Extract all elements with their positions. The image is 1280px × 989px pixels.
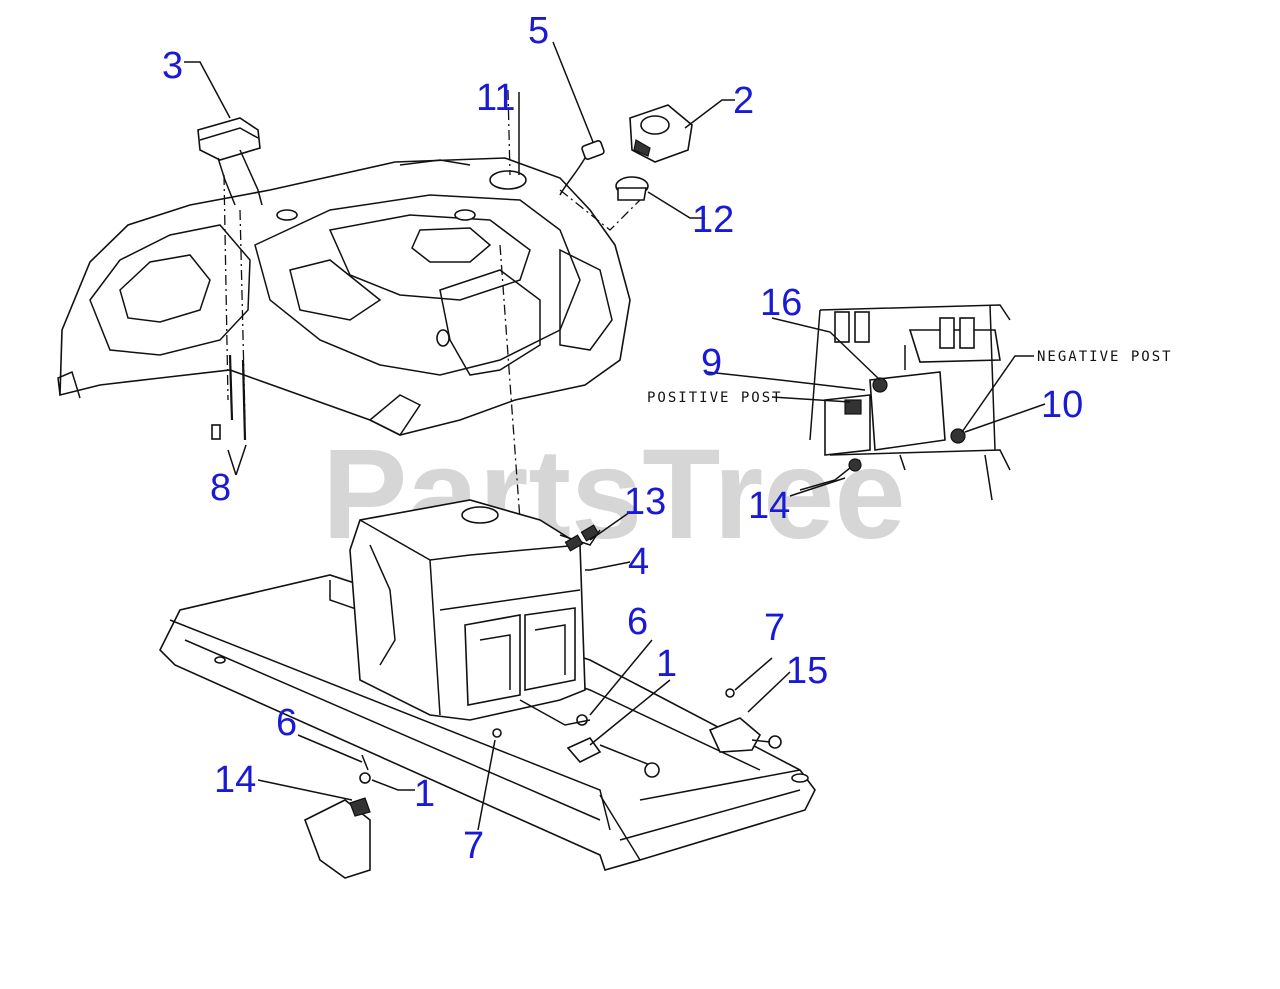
- frame-assembly: [159, 574, 816, 871]
- callout-8: 8: [210, 467, 231, 509]
- callout-12: 12: [692, 199, 734, 241]
- callout-5: 5: [528, 10, 549, 52]
- part-3-cover: [197, 117, 263, 206]
- battery-box-assembly: [349, 499, 601, 721]
- part-5-connector: [559, 140, 605, 196]
- callout-16: 16: [760, 282, 802, 324]
- callout-6-center: 6: [627, 601, 648, 643]
- callout-1-center: 1: [656, 643, 677, 685]
- battery-inset: [799, 304, 1011, 501]
- part-2-switch: [629, 104, 693, 163]
- hood-assembly: [57, 157, 631, 436]
- part-13-connector: [564, 524, 600, 552]
- part-12-plug: [615, 176, 649, 201]
- leader-lines: [184, 41, 1046, 831]
- callout-13: 13: [624, 481, 666, 523]
- callout-14-left: 14: [214, 759, 256, 801]
- callout-7-bottom: 7: [463, 825, 484, 867]
- callout-4: 4: [628, 541, 649, 583]
- part-8-pins: [211, 354, 247, 441]
- callout-14-inset: 14: [748, 485, 790, 527]
- callout-6-left: 6: [276, 702, 297, 744]
- callout-11: 11: [476, 77, 515, 119]
- negative-post-label: NEGATIVE POST: [1037, 349, 1173, 365]
- callout-15: 15: [786, 650, 828, 692]
- left-bracket: [303, 754, 371, 879]
- callout-9: 9: [701, 342, 722, 384]
- callout-10: 10: [1041, 384, 1083, 426]
- callout-3: 3: [162, 45, 183, 87]
- part-15-switch: [708, 688, 782, 753]
- callout-2: 2: [733, 80, 754, 122]
- callout-1-left: 1: [414, 773, 435, 815]
- positive-post-label: POSITIVE POST: [647, 390, 783, 406]
- callout-7-right: 7: [764, 607, 785, 649]
